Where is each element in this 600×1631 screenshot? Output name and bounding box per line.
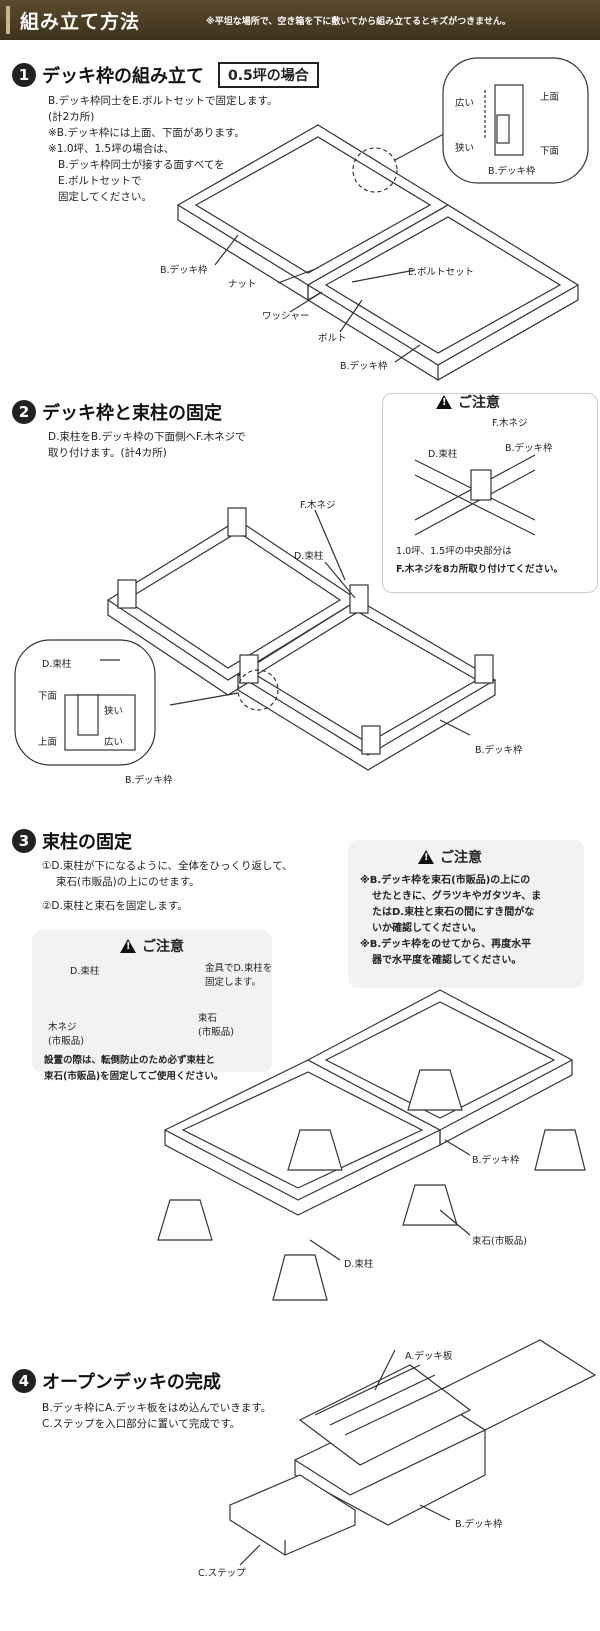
- section-4-title: 4 オープンデッキの完成: [12, 1368, 221, 1394]
- s2-detail-narrow: 狭い: [104, 706, 124, 717]
- section-3-title: 3 束柱の固定: [12, 828, 132, 854]
- s3-cl-post: D.束柱: [70, 966, 100, 977]
- s2-detail-circle: [237, 669, 279, 711]
- s4-label-frame: B.デッキ枠: [455, 1519, 503, 1530]
- s1-label-wide: 広い: [455, 98, 475, 109]
- s2-label-post: D.束柱: [294, 551, 324, 562]
- s3-line: ②D.束柱と束石を固定します。: [42, 900, 188, 912]
- s1-label-frame1: B.デッキ枠: [160, 265, 208, 276]
- s1-label-bottom: 下面: [540, 146, 560, 157]
- s1-label-frame2: B.デッキ枠: [340, 361, 388, 372]
- s2-caution-post: D.束柱: [428, 449, 458, 460]
- s3-cl-fitting2: 固定します。: [205, 977, 262, 988]
- s4-step: [228, 1474, 357, 1556]
- s3-caution-left-panel: [32, 930, 272, 1072]
- s2-caution-title: ご注意: [436, 392, 500, 412]
- s2-line: 取り付けます。(計4カ所): [48, 447, 167, 459]
- s1-label-narrow: 狭い: [455, 143, 475, 154]
- header-note: ※平坦な場所で、空き箱を下に敷いてから組み立てるとキズがつきません。: [206, 17, 511, 27]
- warning-icon: [418, 850, 434, 864]
- s4-label-step: C.ステップ: [198, 1568, 246, 1579]
- s2-line: D.束柱をB.デッキ枠の下面側へF.木ネジで: [48, 431, 246, 443]
- section-1-title: 1 デッキ枠の組み立て 0.5坪の場合: [12, 62, 319, 88]
- s1-label-washer: ワッシャー: [262, 311, 310, 322]
- s2-detail-frame: B.デッキ枠: [125, 775, 173, 786]
- s3-caution-right-panel: [348, 840, 584, 988]
- s3-cl-screw1: 木ネジ: [48, 1022, 77, 1033]
- s3-cl-text1: 設置の際は、転倒防止のため必ず束柱と: [44, 1055, 216, 1066]
- section-3-text: ①D.束柱が下になるように、全体をひっくり返して、 束石(市販品)の上にのせます…: [42, 858, 293, 914]
- s2-caution-text2: F.木ネジを8カ所取り付けてください。: [396, 564, 564, 575]
- s4-line: B.デッキ枠にA.デッキ板をはめ込んでいきます。: [42, 1402, 272, 1414]
- s3-caution-right-text: ※B.デッキ枠を束石(市販品)の上にの せたときに、グラツキやガタツキ、ま たは…: [360, 875, 542, 966]
- section-2-text: D.束柱をB.デッキ枠の下面側へF.木ネジで 取り付けます。(計4カ所): [48, 429, 246, 461]
- warning-icon: [436, 395, 452, 409]
- s2-caution-text1: 1.0坪、1.5坪の中央部分は: [396, 546, 512, 557]
- section-2-heading: デッキ枠と束柱の固定: [42, 403, 222, 424]
- s1-line: ※1.0坪、1.5坪の場合は、: [48, 143, 175, 155]
- s3-line: ①D.束柱が下になるように、全体をひっくり返して、: [42, 860, 293, 872]
- s2-posts: [117, 507, 494, 755]
- s1-label-nut: ナット: [228, 279, 257, 290]
- s1-label-bolt: ボルト: [318, 333, 347, 344]
- section-3-heading: 束柱の固定: [42, 832, 132, 853]
- s4-line: C.ステップを入口部分に置いて完成です。: [42, 1418, 241, 1430]
- s3-frame-right: [306, 989, 574, 1146]
- s1-label-detail-frame: B.デッキ枠: [488, 166, 536, 177]
- s3-line: 束石(市販品)の上にのせます。: [56, 876, 200, 888]
- step-number-2: 2: [12, 400, 36, 424]
- s1-label-bolt-set: E.ボルトセット: [408, 267, 475, 278]
- s2-caution-panel: [382, 393, 598, 593]
- s1-line: E.ボルトセットで: [58, 175, 142, 187]
- s3-cl-stone2: (市販品): [198, 1027, 234, 1038]
- s3-cl-screw2: (市販品): [48, 1036, 84, 1047]
- header-accent-bar: [6, 6, 10, 34]
- s2-detail-top: 上面: [38, 737, 58, 748]
- s3-label-post: D.束柱: [344, 1259, 374, 1270]
- section-1-heading: デッキ枠の組み立て: [42, 66, 204, 87]
- s1-line: (計2カ所): [48, 111, 95, 123]
- s3-label-frame: B.デッキ枠: [472, 1155, 520, 1166]
- s2-caution-frame: B.デッキ枠: [505, 443, 553, 454]
- s2-label-frame: B.デッキ枠: [475, 745, 523, 756]
- section-2-title: 2 デッキ枠と束柱の固定: [12, 399, 222, 425]
- step-number-4: 4: [12, 1369, 36, 1393]
- s3-cl-stone1: 束石: [198, 1013, 218, 1024]
- s3-stones: [157, 1069, 586, 1301]
- s1-deck-frame-right: [306, 204, 580, 381]
- s2-caution-screw: F.木ネジ: [492, 418, 528, 429]
- s3-caution-right-title: ご注意: [418, 847, 482, 867]
- s4-frame-front: [293, 1364, 487, 1526]
- header-banner: 組み立て方法 ※平坦な場所で、空き箱を下に敷いてから組み立てるとキズがつきません…: [0, 0, 600, 40]
- s1-line: ※B.デッキ枠には上面、下面があります。: [48, 127, 245, 139]
- section-4-heading: オープンデッキの完成: [42, 1372, 221, 1393]
- s2-caution-illustration: [414, 454, 536, 536]
- s2-label-screw: F.木ネジ: [300, 500, 336, 511]
- s2-detail-bottom: 下面: [38, 691, 58, 702]
- s1-line: 固定してください。: [58, 191, 152, 203]
- s3-cl-text2: 束石(市販品)を固定してご使用ください。: [44, 1071, 224, 1082]
- s2-detail-post: D.束柱: [42, 659, 72, 670]
- s3-cl-fitting1: 金具でD.束柱を: [205, 963, 273, 974]
- s3-label-stone: 束石(市販品): [472, 1236, 527, 1247]
- s1-line: B.デッキ枠同士が接する面すべてを: [58, 159, 225, 171]
- step-number-3: 3: [12, 829, 36, 853]
- step-number-1: 1: [12, 63, 36, 87]
- section-4-text: B.デッキ枠にA.デッキ板をはめ込んでいきます。 C.ステップを入口部分に置いて…: [42, 1400, 271, 1432]
- s3-caution-left-title: ご注意: [120, 936, 184, 956]
- s1-label-top: 上面: [540, 92, 560, 103]
- page-title: 組み立て方法: [20, 11, 141, 33]
- s2-frame-right: [236, 599, 497, 771]
- section-1-badge: 0.5坪の場合: [218, 62, 319, 88]
- section-1-text: B.デッキ枠同士をE.ボルトセットで固定します。 (計2カ所) ※B.デッキ枠に…: [48, 93, 277, 205]
- warning-icon: [120, 939, 136, 953]
- s2-detail-wide: 広い: [104, 737, 124, 748]
- s4-label-board: A.デッキ板: [405, 1351, 453, 1362]
- s1-detail-circle: [352, 147, 398, 193]
- s1-line: B.デッキ枠同士をE.ボルトセットで固定します。: [48, 95, 278, 107]
